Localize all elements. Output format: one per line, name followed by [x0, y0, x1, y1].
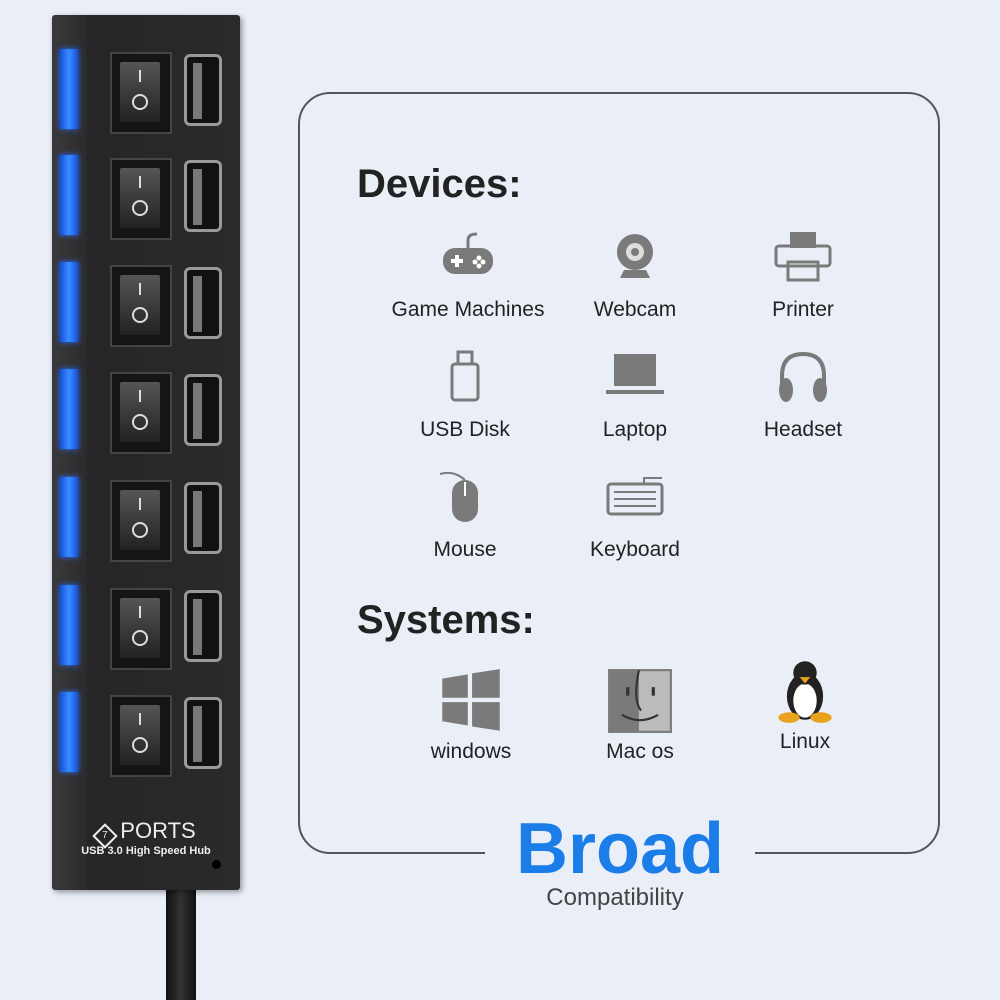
power-switch[interactable]: [110, 588, 172, 670]
webcam-icon: [617, 234, 653, 278]
led-indicator: [60, 49, 78, 129]
mac-icon: [608, 669, 672, 733]
led-indicator: [60, 585, 78, 665]
printer-icon: [774, 232, 832, 282]
item-label: Mac os: [606, 740, 674, 763]
usb-port: [184, 590, 222, 662]
item-label: Laptop: [602, 418, 668, 441]
port-row: [52, 369, 240, 456]
power-switch[interactable]: [110, 372, 172, 454]
usb-disk-icon: [450, 350, 480, 402]
linux-icon: [778, 661, 832, 723]
item-label: Printer: [772, 298, 834, 321]
item-label: USB Disk: [420, 418, 510, 441]
systems-heading: Systems:: [357, 598, 535, 642]
item-label: Mouse: [433, 538, 497, 561]
item-label: windows: [430, 740, 512, 763]
usb-port: [184, 267, 222, 339]
usb-port: [184, 697, 222, 769]
port-row: [52, 585, 240, 672]
headset-icon: [779, 351, 827, 402]
usb-port: [184, 160, 222, 232]
compat-item: Headset: [703, 350, 903, 442]
port-row: [52, 49, 240, 136]
model-label: USB 3.0 High Speed Hub: [81, 845, 211, 857]
item-label: Webcam: [593, 298, 677, 321]
power-switch[interactable]: [110, 158, 172, 240]
mouse-icon: [439, 471, 478, 522]
compat-item: Laptop: [535, 350, 735, 442]
port-row: [52, 477, 240, 564]
item-label: Keyboard: [590, 538, 680, 561]
power-switch[interactable]: [110, 265, 172, 347]
item-label: Linux: [779, 730, 831, 753]
windows-icon: [442, 669, 500, 731]
laptop-icon: [606, 354, 664, 394]
port-row: [52, 155, 240, 242]
usb-port: [184, 482, 222, 554]
compat-item: Keyboard: [535, 470, 735, 562]
compat-item: Linux: [705, 658, 905, 754]
usb-cable: [166, 888, 196, 1000]
usb-port: [184, 374, 222, 446]
led-indicator: [60, 155, 78, 235]
led-indicator: [60, 262, 78, 342]
compat-item: USB Disk: [365, 350, 565, 442]
led-indicator: [60, 692, 78, 772]
port-row: [52, 262, 240, 349]
compatibility-subtitle: Compatibility: [546, 884, 684, 911]
broad-title: Broad: [485, 808, 755, 890]
gamepad-icon: [443, 232, 493, 274]
compat-item: Mac os: [540, 668, 740, 764]
item-label: Headset: [763, 418, 843, 441]
devices-heading: Devices:: [357, 162, 522, 206]
indicator-hole: [212, 860, 221, 869]
compat-item: Mouse: [365, 470, 565, 562]
power-switch[interactable]: [110, 52, 172, 134]
compat-item: Printer: [703, 230, 903, 322]
power-switch[interactable]: [110, 695, 172, 777]
port-row: [52, 692, 240, 779]
usb-port: [184, 54, 222, 126]
power-switch[interactable]: [110, 480, 172, 562]
led-indicator: [60, 477, 78, 557]
compat-item: windows: [371, 668, 571, 764]
led-indicator: [60, 369, 78, 449]
item-label: Game Machines: [391, 298, 545, 321]
keyboard-icon: [606, 477, 664, 516]
compat-item: Webcam: [535, 230, 735, 322]
compat-item: Game Machines: [368, 230, 568, 322]
